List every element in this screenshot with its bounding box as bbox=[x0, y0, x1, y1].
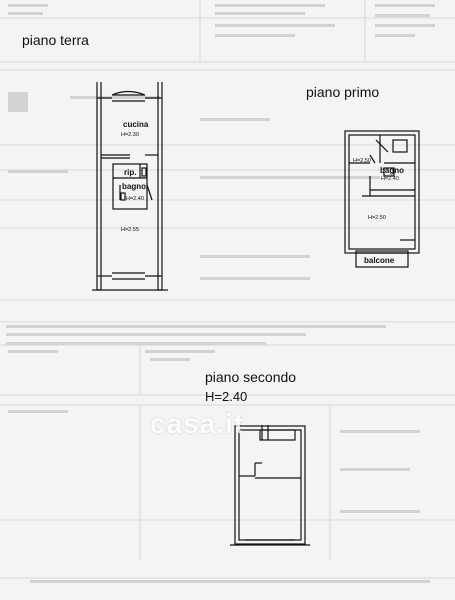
room-label-rip: rip. bbox=[124, 168, 137, 177]
room-label-cucina: cucina bbox=[123, 120, 149, 129]
room-label-bagno-ground: bagno bbox=[122, 182, 146, 191]
room-height-ground-main: H=2.55 bbox=[121, 227, 139, 233]
watermark-text: casa.it bbox=[150, 408, 245, 439]
room-label-bagno-first: bagno bbox=[380, 166, 404, 175]
watermark-logo: casa.it bbox=[150, 408, 244, 440]
room-height-bagno-first: H=2.40 bbox=[381, 176, 399, 182]
first-floor-plan bbox=[344, 130, 420, 268]
room-height-cucina: H=2.30 bbox=[121, 132, 139, 138]
first-floor-title: piano primo bbox=[306, 84, 380, 100]
second-floor-title: piano secondo bbox=[205, 369, 297, 385]
second-floor-height: H=2.40 bbox=[205, 389, 248, 404]
second-floor-plan bbox=[230, 425, 310, 546]
room-height-first-main: H=2.50 bbox=[368, 215, 386, 221]
ground-floor-plan bbox=[92, 82, 168, 291]
room-height-bagno-ground: H=2.40 bbox=[126, 196, 144, 202]
room-height-first-top: H=2.50 bbox=[353, 158, 371, 164]
balcony-label: balcone bbox=[364, 256, 395, 265]
ground-floor-title: piano terra bbox=[22, 32, 89, 48]
